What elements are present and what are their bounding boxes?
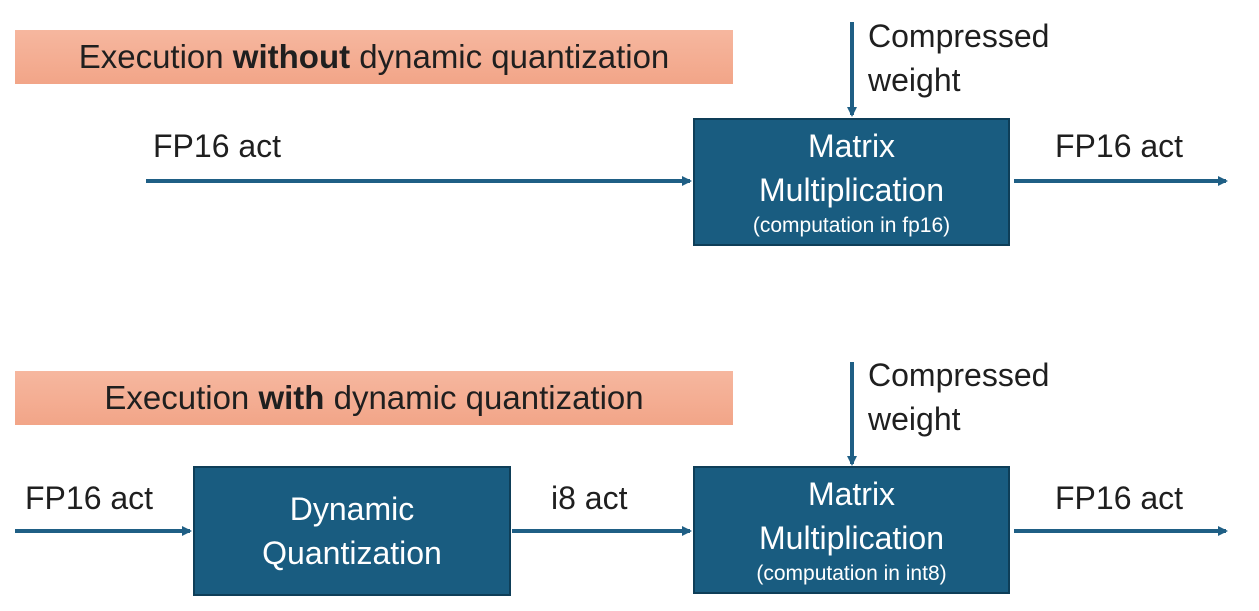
bottom-output-label: FP16 act <box>1055 480 1184 516</box>
bottom-matmul-box: Matrix Multiplication (computation in in… <box>693 466 1010 594</box>
top-matmul-title-line2: Multiplication <box>759 172 944 208</box>
top-banner-suffix: dynamic quantization <box>350 38 670 75</box>
bottom-matmul-title-line2: Multiplication <box>759 520 944 556</box>
top-banner: Execution without dynamic quantization <box>15 30 733 84</box>
top-matmul-title-line1: Matrix <box>807 128 896 164</box>
dq-title-line1: Dynamic <box>289 491 415 527</box>
bottom-weight-label-line1: Compressed <box>868 357 1050 393</box>
top-banner-emphasis: without <box>232 38 351 75</box>
bottom-input-label: FP16 act <box>25 480 154 516</box>
top-matmul-box: Matrix Multiplication (computation in fp… <box>693 118 1010 246</box>
bottom-banner-emphasis: with <box>258 379 325 416</box>
top-banner-prefix: Execution <box>78 38 233 75</box>
dynamic-quantization-box: Dynamic Quantization <box>193 466 511 596</box>
top-weight-label-line1: Compressed <box>868 18 1050 54</box>
bottom-mid-label: i8 act <box>551 480 628 516</box>
top-weight-label-line2: weight <box>868 62 961 98</box>
bottom-matmul-title-line1: Matrix <box>807 476 896 512</box>
top-matmul-note: (computation in fp16) <box>752 214 951 237</box>
top-input-label: FP16 act <box>153 128 282 164</box>
bottom-banner: Execution with dynamic quantization <box>15 371 733 425</box>
bottom-weight-label-line2: weight <box>868 401 961 437</box>
bottom-matmul-note: (computation in int8) <box>756 562 947 585</box>
dq-title-line2: Quantization <box>262 535 442 571</box>
top-output-label: FP16 act <box>1055 128 1184 164</box>
bottom-banner-suffix: dynamic quantization <box>324 379 644 416</box>
bottom-banner-prefix: Execution <box>104 379 259 416</box>
